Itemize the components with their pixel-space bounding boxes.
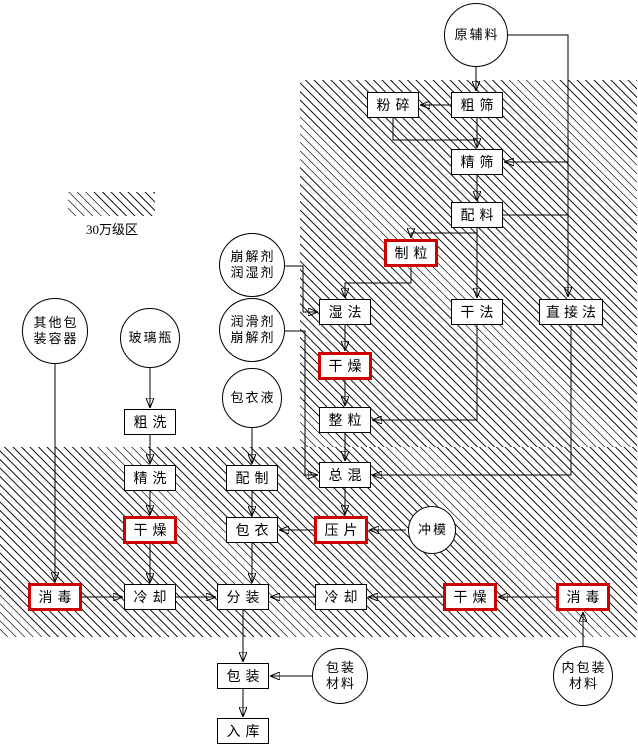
node-dry-method-label: 干法 [460,306,499,321]
node-total-mix: 总混 [319,462,371,488]
node-compounding: 配料 [451,202,503,228]
node-inner-pack-material: 内包装 材料 [553,646,613,706]
node-fill: 分装 [217,584,269,610]
node-fine-wash-label: 精洗 [133,472,172,487]
node-coating-label: 包衣 [235,524,274,539]
node-warehouse-label: 入库 [226,725,265,740]
node-raw-material: 原辅料 [444,3,508,67]
node-sterilize-2: 消毒 [556,583,610,611]
node-disintegrant-wetting-agent: 崩解剂 润湿剂 [219,233,285,297]
node-wet-method: 湿法 [319,299,371,325]
node-lubricant-disintegrant-label: 润滑剂 崩解剂 [230,313,276,345]
node-disintegrant-wetting-agent-label: 崩解剂 润湿剂 [230,248,276,280]
node-other-pack-container: 其他包 装容器 [22,298,88,364]
node-sterilize-2-label: 消毒 [566,591,605,606]
node-glass-bottle: 玻璃瓶 [120,308,180,368]
node-total-mix-label: 总混 [328,469,367,484]
node-coating: 包衣 [226,517,278,543]
node-coarse-sieve: 粗筛 [451,92,503,118]
node-pack: 包装 [217,663,269,689]
node-cool-1: 冷却 [124,584,176,610]
node-fill-label: 分装 [226,591,265,606]
node-size-granule: 整粒 [319,407,371,433]
node-warehouse: 入库 [217,718,269,744]
node-pack-label: 包装 [226,670,265,685]
node-glass-bottle-label: 玻璃瓶 [128,329,174,345]
node-sterilize-1-label: 消毒 [38,591,77,606]
node-cool-2-label: 冷却 [324,591,363,606]
node-dry-2: 干燥 [123,516,177,544]
node-fine-sieve-label: 精筛 [460,156,499,171]
node-cool-2: 冷却 [315,584,367,610]
node-punch-die: 冲模 [408,506,456,554]
clean-area-top-region [300,80,637,447]
node-direct-method-label: 直接法 [546,306,600,321]
node-other-pack-container-label: 其他包 装容器 [33,314,79,346]
node-raw-material-label: 原辅料 [454,26,500,42]
node-inner-pack-material-label: 内包装 材料 [561,659,607,691]
node-punch-die-label: 冲模 [417,521,448,537]
node-dry-1: 干燥 [318,352,372,380]
node-dry-3: 干燥 [443,583,497,611]
node-coating-liquid-label: 包衣液 [230,389,276,405]
legend-label: 30万级区 [85,222,138,237]
node-coarse-wash-label: 粗洗 [133,416,172,431]
node-wet-method-label: 湿法 [328,306,367,321]
node-crush: 粉碎 [367,92,419,118]
node-cool-1-label: 冷却 [133,591,172,606]
node-tabletting-label: 压片 [324,524,363,539]
node-tabletting: 压片 [314,516,368,544]
node-pack-material: 包装 材料 [312,648,368,704]
legend-hatch-swatch [68,192,155,216]
node-compounding-label: 配料 [460,209,499,224]
node-direct-method: 直接法 [539,299,603,325]
node-dry-2-label: 干燥 [133,524,172,539]
node-dry-3-label: 干燥 [453,591,492,606]
node-pack-material-label: 包装 材料 [325,659,356,691]
node-fine-sieve: 精筛 [451,149,503,175]
node-prepare: 配制 [226,465,278,491]
node-granulate-label: 制粒 [394,247,433,262]
node-coarse-wash: 粗洗 [124,409,176,435]
node-dry-1-label: 干燥 [328,360,367,375]
node-size-granule-label: 整粒 [328,414,367,429]
node-fine-wash: 精洗 [124,465,176,491]
node-crush-label: 粉碎 [376,99,415,114]
node-prepare-label: 配制 [235,472,274,487]
node-dry-method: 干法 [451,299,503,325]
node-lubricant-disintegrant: 润滑剂 崩解剂 [219,298,285,362]
node-sterilize-1: 消毒 [28,583,82,611]
node-coarse-sieve-label: 粗筛 [460,99,499,114]
node-granulate: 制粒 [384,239,438,267]
node-coating-liquid: 包衣液 [222,368,282,428]
